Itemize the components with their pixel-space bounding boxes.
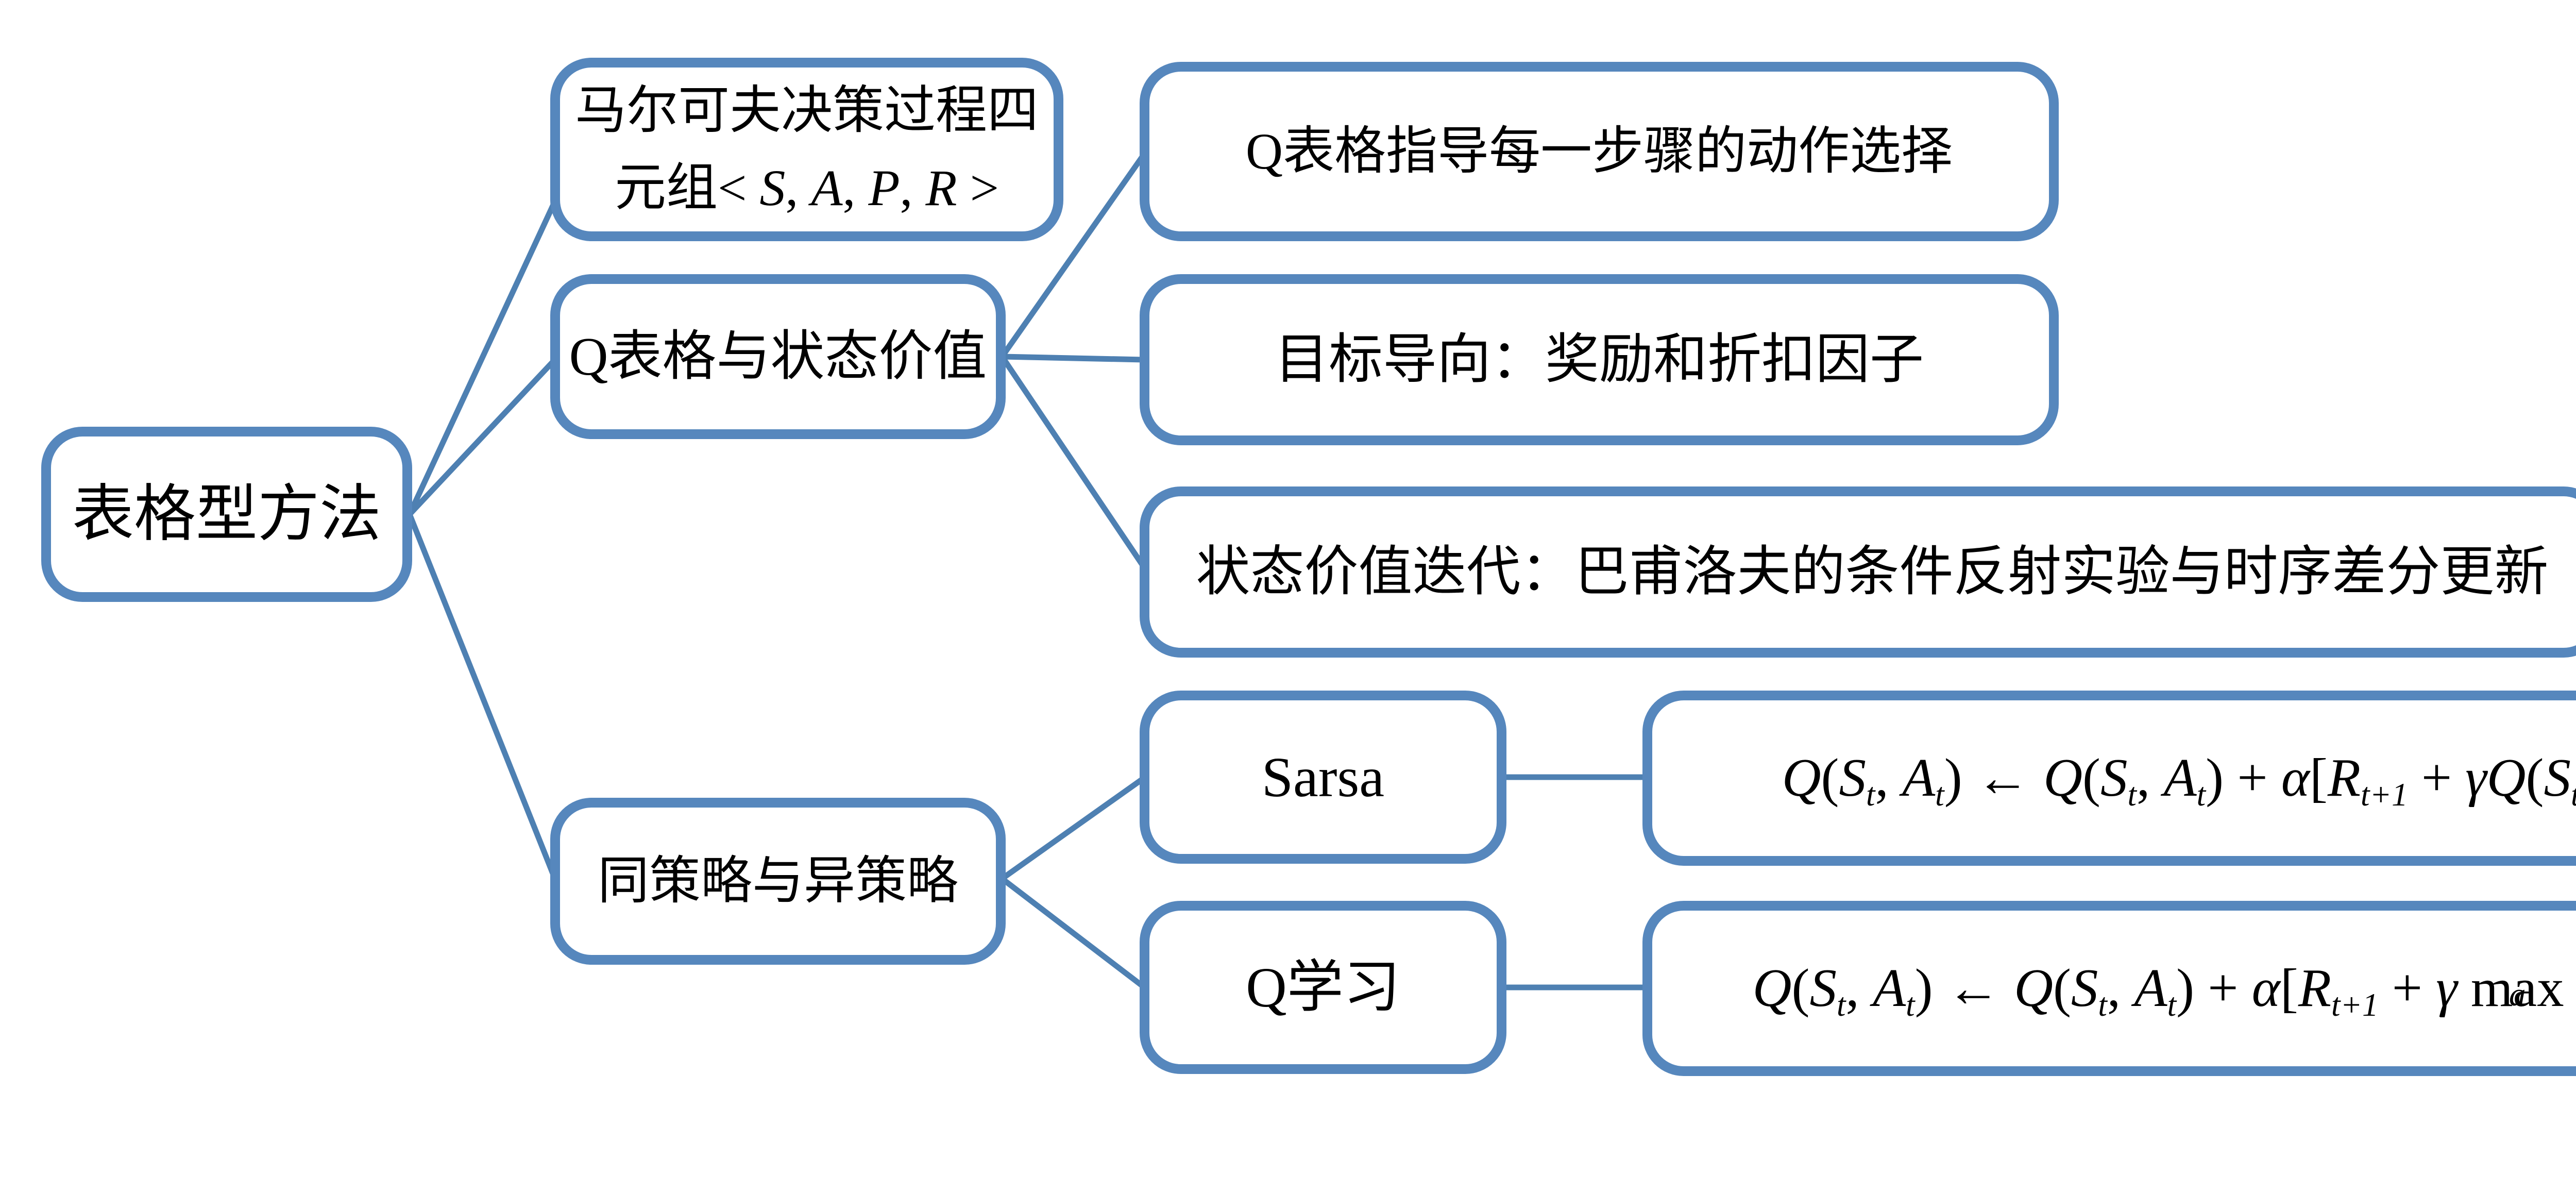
edge-qtable-valueiter bbox=[999, 355, 1146, 569]
node-sarsa-update-formula: Q(St, At) ← Q(St, At) + α[Rt+1 + γQ(St+1… bbox=[1642, 691, 2576, 866]
node-qtable-guides-actions-label: Q表格指导每一步骤的动作选择 bbox=[1245, 123, 1953, 180]
node-qlearning: Q学习 bbox=[1140, 901, 1506, 1074]
node-qtable-guides-actions: Q表格指导每一步骤的动作选择 bbox=[1140, 62, 2059, 241]
edge-root-policy bbox=[406, 513, 557, 878]
node-root: 表格型方法 bbox=[41, 427, 412, 602]
node-mdp-tuple: 马尔可夫决策过程四元组< S, A, P, R > bbox=[550, 58, 1063, 241]
edge-policy-sarsa bbox=[1000, 776, 1146, 881]
node-qtable-state-value: Q表格与状态价值 bbox=[550, 274, 1006, 439]
node-qtable-state-value-label: Q表格与状态价值 bbox=[569, 326, 987, 387]
node-sarsa: Sarsa bbox=[1140, 691, 1506, 864]
node-on-off-policy-label: 同策略与异策略 bbox=[598, 852, 958, 910]
edge-root-qtable bbox=[407, 359, 556, 516]
node-root-label: 表格型方法 bbox=[72, 480, 381, 548]
edge-root-mdp bbox=[407, 202, 556, 516]
node-state-value-iteration: 状态价值迭代：巴甫洛夫的条件反射实验与时序差分更新 bbox=[1140, 486, 2576, 658]
sarsa-formula-text: Q(St, At) ← Q(St, At) + α[Rt+1 + γQ(St+1… bbox=[1782, 747, 2576, 813]
node-goal-oriented: 目标导向：奖励和折扣因子 bbox=[1140, 274, 2059, 445]
node-mdp-tuple-label: 马尔可夫决策过程四元组< S, A, P, R > bbox=[575, 82, 1039, 216]
edge-qtable-qguide bbox=[999, 153, 1146, 359]
edge-qtable-goal bbox=[1002, 354, 1144, 363]
edge-policy-qlearning bbox=[1000, 876, 1146, 989]
node-goal-oriented-label: 目标导向：奖励和折扣因子 bbox=[1274, 329, 1924, 390]
node-sarsa-label: Sarsa bbox=[1261, 745, 1385, 809]
node-qlearning-label: Q学习 bbox=[1246, 955, 1400, 1019]
node-on-off-policy: 同策略与异策略 bbox=[550, 798, 1006, 965]
node-state-value-iteration-label: 状态价值迭代：巴甫洛夫的条件反射实验与时序差分更新 bbox=[1196, 542, 2549, 602]
